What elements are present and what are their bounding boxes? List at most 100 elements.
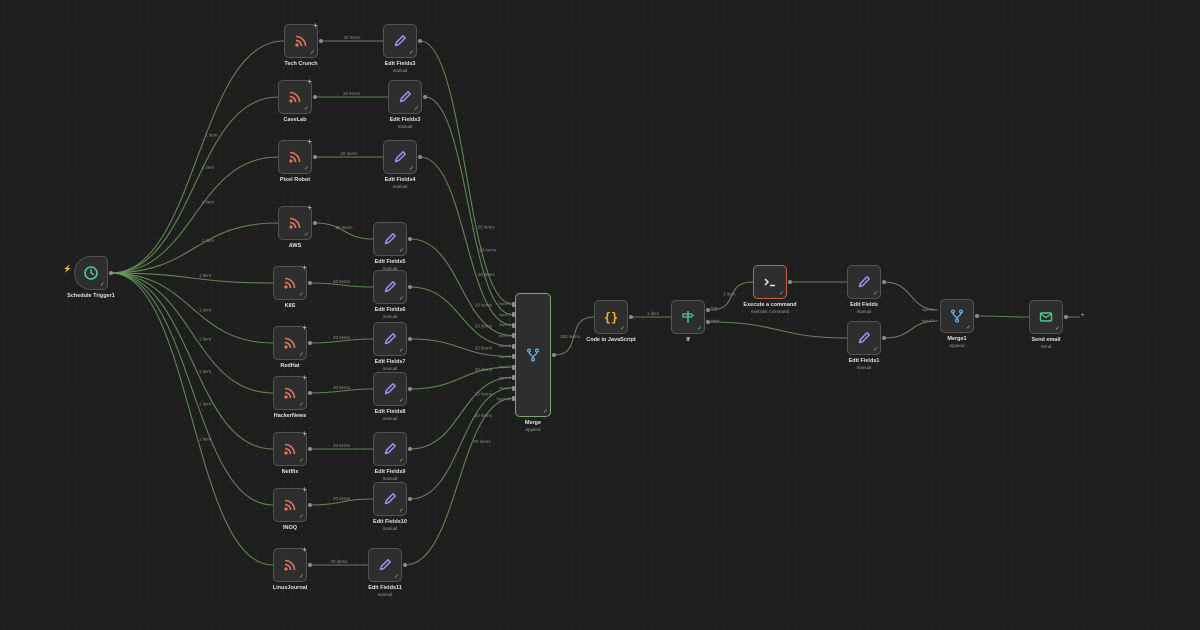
- merge-input-port[interactable]: [512, 322, 515, 328]
- edit-fields-node-4-output-port[interactable]: [408, 237, 412, 241]
- merge-input-port[interactable]: [512, 333, 515, 338]
- code-node[interactable]: {}✓: [594, 300, 628, 334]
- merge-input-port[interactable]: [512, 396, 515, 401]
- trigger-plus-icon: +: [313, 21, 318, 30]
- if-false-port[interactable]: [706, 320, 710, 324]
- edit-fields-node-1[interactable]: ✓: [383, 24, 417, 58]
- rss-node-9[interactable]: ✓+: [273, 485, 307, 522]
- trigger-to-rss-connection[interactable]: [110, 272, 274, 394]
- rss-node-10[interactable]: ✓+: [273, 545, 307, 582]
- rss-node-6-output-port[interactable]: [308, 341, 312, 345]
- merge1-node[interactable]: ✓: [940, 299, 974, 333]
- merge1-node-output-port[interactable]: [975, 314, 979, 318]
- rss-node-7-output-port[interactable]: [308, 391, 312, 395]
- edit-fields-a-node-sublabel: manual: [856, 309, 872, 314]
- rss-node-4[interactable]: ✓+: [278, 203, 312, 240]
- merge-input-port[interactable]: [512, 364, 515, 370]
- rss-node-2-output-port[interactable]: [313, 95, 317, 99]
- pencil-icon: [384, 141, 416, 173]
- edit-fields-node-10[interactable]: ✓: [368, 548, 402, 582]
- edit-fields-node-1-output-port[interactable]: [418, 39, 422, 43]
- if-true-port[interactable]: [706, 308, 710, 312]
- schedule-trigger-node-output-port[interactable]: [109, 271, 113, 275]
- rss-node-7[interactable]: ✓+: [273, 373, 307, 410]
- edit-fields-a-node-output-port[interactable]: [882, 280, 886, 284]
- edit-fields-node-3[interactable]: ✓: [383, 140, 417, 174]
- rss-node-10-output-port[interactable]: [308, 563, 312, 567]
- rss-to-edit-connection[interactable]: [309, 388, 374, 394]
- edit-fields-node-5-label: Edit Fields6: [374, 307, 406, 313]
- rss-node-8-output-port[interactable]: [308, 447, 312, 451]
- edit-fields-node-3-output-port[interactable]: [418, 155, 422, 159]
- edit-fields-b-node[interactable]: ✓: [847, 321, 881, 355]
- send-email-node-output-port[interactable]: [1064, 315, 1068, 319]
- rss-to-edit-connection[interactable]: [314, 222, 374, 240]
- trigger-to-rss-connection[interactable]: [110, 156, 279, 274]
- rss-node-8[interactable]: ✓+: [273, 429, 307, 466]
- edit-to-merge-connection[interactable]: [409, 387, 513, 500]
- merge1-to-email-connection[interactable]: [976, 315, 1030, 318]
- merge-icon: [941, 300, 973, 332]
- rss-node-3[interactable]: ✓+: [278, 137, 312, 174]
- edit-fields-a-node[interactable]: ✓: [847, 265, 881, 299]
- merge-input-label: Input 2: [498, 311, 511, 317]
- rss-node-4-output-port[interactable]: [313, 221, 317, 225]
- merge-input-port[interactable]: [512, 375, 515, 380]
- rss-node-6[interactable]: ✓+: [273, 323, 307, 360]
- schedule-trigger-node[interactable]: ✓: [74, 256, 108, 290]
- connection-item-count: 1 item: [199, 436, 212, 441]
- execute-command-node-output-port[interactable]: [788, 280, 792, 284]
- connection-item-count: 20 items: [333, 279, 351, 284]
- connection-item-count: 1 item: [202, 165, 215, 170]
- edit-fields-node-2-output-port[interactable]: [423, 95, 427, 99]
- merge-input-port[interactable]: [512, 385, 515, 391]
- edit-fields-node-8[interactable]: ✓: [373, 432, 407, 466]
- edit-fields-node-2[interactable]: ✓: [388, 80, 422, 114]
- rss-to-edit-connection[interactable]: [309, 498, 374, 506]
- rss-node-5-output-port[interactable]: [308, 281, 312, 285]
- edit-fields-node-8-output-port[interactable]: [408, 447, 412, 451]
- rss-node-5[interactable]: ✓+: [273, 263, 307, 300]
- rss-node-1-output-port[interactable]: [319, 39, 323, 43]
- merge-input-port[interactable]: [512, 301, 515, 307]
- rss-icon: [274, 549, 306, 581]
- add-node-plus-icon[interactable]: +: [1081, 313, 1085, 319]
- edit-fields-node-10-output-port[interactable]: [403, 563, 407, 567]
- edit-fields-node-5[interactable]: ✓: [373, 270, 407, 304]
- edit-fields-node-4[interactable]: ✓: [373, 222, 407, 256]
- pencil-icon: [369, 549, 401, 581]
- merge-input-port[interactable]: [512, 312, 515, 317]
- rss-node-9-output-port[interactable]: [308, 503, 312, 507]
- merge-input-port[interactable]: [512, 354, 515, 359]
- if-node[interactable]: ✓: [671, 300, 705, 334]
- rss-node-2[interactable]: ✓+: [278, 77, 312, 114]
- rss-icon: [279, 207, 311, 239]
- trigger-to-rss-connection[interactable]: [110, 40, 285, 274]
- edit-fields-node-7-output-port[interactable]: [408, 387, 412, 391]
- rss-to-edit-connection[interactable]: [309, 338, 374, 344]
- edit-fields-node-7[interactable]: ✓: [373, 372, 407, 406]
- edit-fields-node-6[interactable]: ✓: [373, 322, 407, 356]
- rss-node-1[interactable]: ✓+: [284, 21, 318, 58]
- success-check-icon: ✓: [413, 106, 419, 112]
- execute-command-node[interactable]: ✓: [753, 265, 787, 299]
- execute-command-node-sublabel: execute: command: [750, 309, 790, 314]
- merge-to-code-connection[interactable]: [553, 316, 595, 356]
- edit-fields-node-5-output-port[interactable]: [408, 285, 412, 289]
- code-node-output-port[interactable]: [629, 315, 633, 319]
- trigger-to-rss-connection[interactable]: [110, 272, 274, 284]
- rss-node-3-output-port[interactable]: [313, 155, 317, 159]
- rss-to-edit-connection[interactable]: [309, 282, 374, 288]
- edit-fields-b-node-output-port[interactable]: [882, 336, 886, 340]
- send-email-node[interactable]: ✓: [1029, 300, 1063, 334]
- if-false-to-edit-connection[interactable]: [709, 321, 848, 339]
- edit-fields-node-9-output-port[interactable]: [408, 497, 412, 501]
- edit-fields-node-6-output-port[interactable]: [408, 337, 412, 341]
- schedule-trigger-node-label: Schedule Trigger1: [67, 293, 115, 299]
- edit-fields-node-9[interactable]: ✓: [373, 482, 407, 516]
- merge-input-port[interactable]: [512, 343, 515, 349]
- merge-node-output-port[interactable]: [552, 353, 556, 357]
- merge-node[interactable]: ✓: [515, 293, 551, 417]
- connection-item-count: 20 items: [343, 91, 361, 96]
